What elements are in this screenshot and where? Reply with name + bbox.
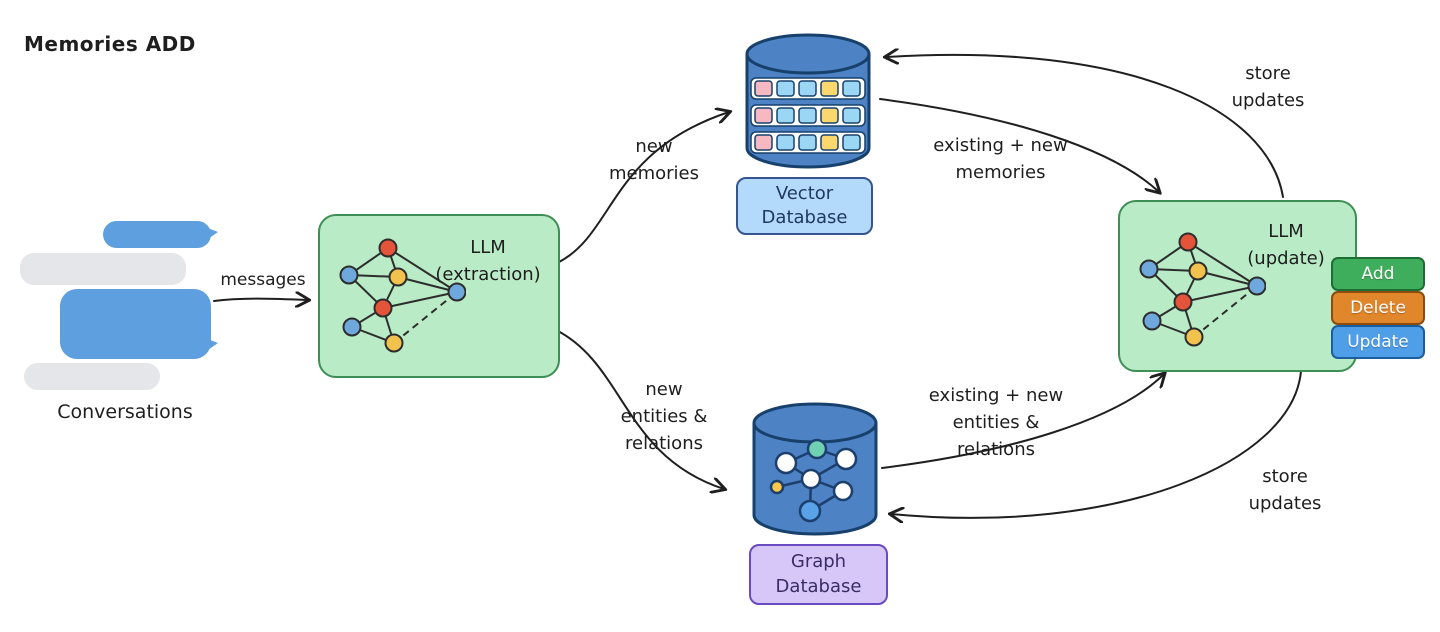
vector-database-cylinder-icon [745,33,871,169]
label-new-entities-relations: new entities & relations [620,379,708,454]
arrow-extraction-to-vector-db [556,112,729,264]
neural-network-icon [339,238,466,353]
llm-extraction-label: LLM (extraction) [435,237,541,285]
label-messages: messages [220,270,306,290]
chat-bubble [103,221,218,248]
memory-rows [750,77,866,154]
llm-extraction-box: LLM (extraction) [318,214,560,378]
label-store-updates-bottom: store updates [1248,466,1322,514]
update-button: Update [1331,325,1425,359]
chat-bubble [20,253,186,285]
arrow-messages [213,299,308,301]
llm-update-box: LLM (update) [1118,200,1357,372]
arrow-update-to-vector-db-store [886,55,1284,198]
label-existing-new-memories: existing + new memories [933,135,1068,183]
arrow-extraction-to-graph-db [555,329,724,489]
vector-database-label: Vector Database [736,177,873,235]
arrow-update-to-graph-db-store [891,370,1302,518]
conversations-label: Conversations [57,401,193,423]
chat-bubble [60,289,218,359]
arrow-graph-db-to-update [881,374,1164,469]
graph-nodes [769,438,858,523]
delete-button: Delete [1331,291,1425,325]
chat-bubble [24,363,160,390]
llm-update-label: LLM (update) [1247,221,1325,269]
neural-network-icon [1139,232,1266,347]
add-button: Add [1331,257,1425,291]
label-new-memories: new memories [608,136,699,184]
diagram-title: Memories ADD [24,32,196,56]
label-store-updates-top: store updates [1231,63,1305,111]
arrow-vector-db-to-update [879,98,1159,192]
graph-database-label: Graph Database [749,544,888,605]
graph-database-cylinder-icon [752,402,878,536]
